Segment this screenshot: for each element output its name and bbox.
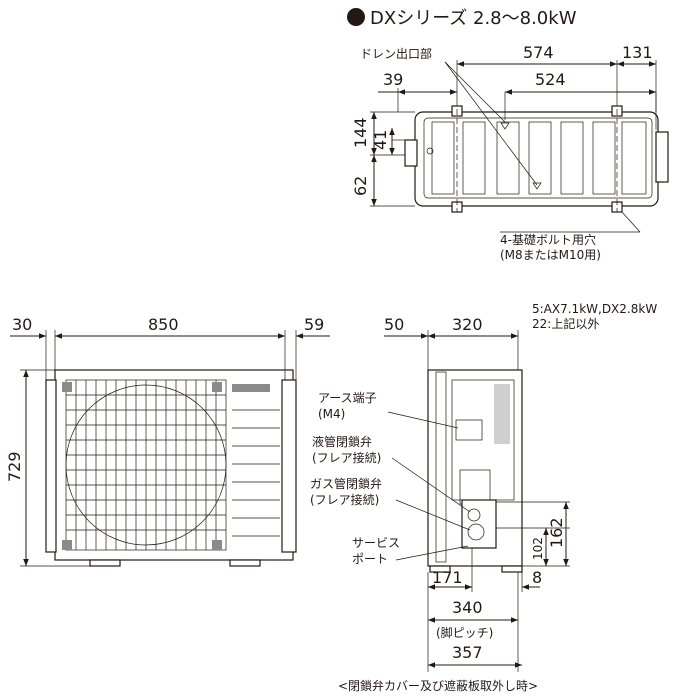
liquid-valve-icon [467, 508, 481, 522]
front-foot-left [89, 559, 121, 567]
gas-valve-label: ガス管閉鎖弁 [310, 476, 382, 491]
fan-grille-lines [66, 380, 226, 550]
earth-terminal-label: アース端子 [318, 391, 377, 405]
dim-41: 41 [371, 130, 390, 150]
dim-39: 39 [383, 70, 403, 89]
drain-mark-icon [500, 122, 510, 130]
gas-valve-connection: (フレア接続) [310, 492, 379, 507]
dim-102: 102 [531, 537, 545, 560]
side-foot-right [501, 565, 523, 573]
top-view: 574 131 ドレン出口部 39 524 144 41 62 4-基礎ボルト用… [351, 43, 669, 262]
front-view-body [54, 369, 294, 561]
dim-171: 171 [432, 568, 463, 587]
front-view-left-panel [45, 379, 57, 553]
dim-162: 162 [547, 517, 566, 548]
brand-logo [232, 384, 270, 392]
gas-valve-icon [467, 523, 485, 541]
dim-8: 8 [532, 568, 542, 587]
dim-144: 144 [351, 117, 370, 148]
top-view-fins [431, 121, 647, 195]
earth-terminal-size: (M4) [318, 407, 345, 421]
foot-pitch-label: (脚ピッチ) [436, 625, 493, 640]
top-view-body [414, 111, 659, 207]
top-view-right-stub [655, 131, 669, 183]
dim-50: 50 [384, 315, 404, 334]
dim-524: 524 [535, 70, 566, 89]
side-foot-left [429, 565, 451, 573]
front-view: 30 850 59 729 [5, 315, 330, 567]
dim-574: 574 [523, 43, 554, 62]
service-port-label: サービス [352, 536, 400, 550]
dim-850: 850 [148, 315, 179, 334]
dim-131: 131 [622, 43, 653, 62]
front-view-louvers [232, 409, 280, 537]
side-view: 50 320 5:AX7.1kW,DX2.8kW 22:上記以外 アース端子 (… [310, 302, 657, 693]
earth-terminal-icon [455, 419, 483, 441]
valve-block [461, 499, 497, 549]
liquid-valve-connection: (フレア接続) [312, 450, 381, 465]
drain-mark-icon [532, 182, 542, 190]
liquid-valve-label: 液管閉鎖弁 [312, 434, 372, 449]
dim-320: 320 [452, 315, 483, 334]
dim-59: 59 [304, 315, 324, 334]
bolt-hole-label: 4-基礎ボルト用穴 [500, 232, 596, 247]
caption: <閉鎖弁カバー及び遮蔽板取外し時> [338, 678, 538, 693]
front-view-right-panel [281, 379, 297, 553]
dim-357: 357 [452, 643, 483, 662]
dim-340: 340 [452, 598, 483, 617]
page-title: DXシリーズ 2.8〜8.0kW [370, 8, 577, 29]
side-view-panel [494, 384, 510, 444]
note-22: 22:上記以外 [532, 316, 599, 331]
drain-label: ドレン出口部 [360, 46, 432, 61]
dim-729: 729 [5, 451, 24, 482]
note-5: 5:AX7.1kW,DX2.8kW [532, 302, 657, 316]
service-port-label-2: ポート [352, 552, 388, 566]
top-view-inner [423, 117, 653, 199]
title-bullet-icon [347, 8, 365, 26]
bolt-hole-size-label: (M8またはM10用) [500, 248, 601, 262]
front-foot-right [229, 559, 261, 567]
dim-30: 30 [12, 315, 32, 334]
dim-62: 62 [351, 176, 370, 196]
top-view-left-stub [404, 139, 418, 167]
